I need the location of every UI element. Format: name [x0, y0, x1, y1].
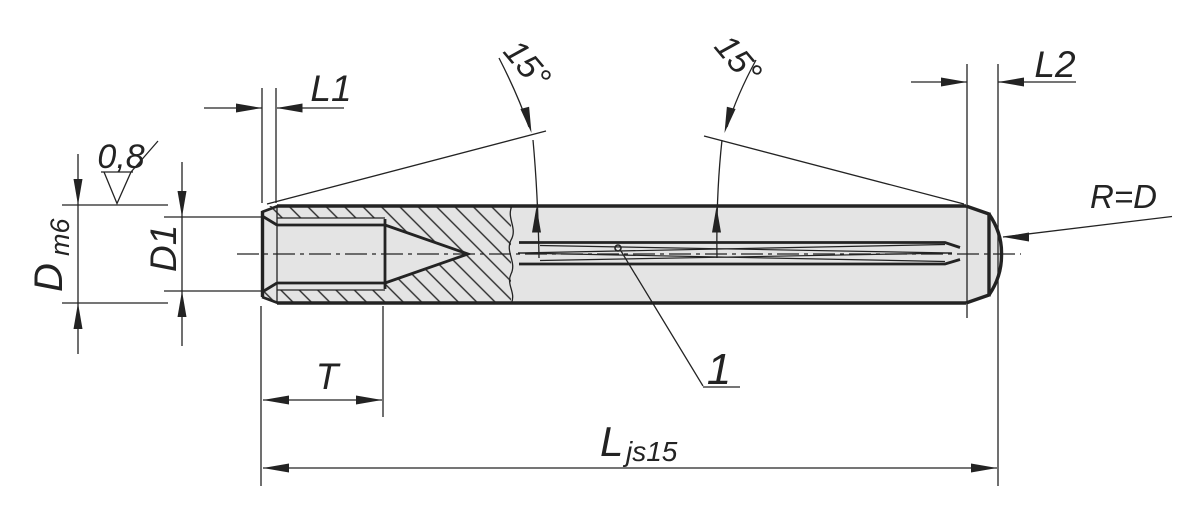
dim-t-label: T: [316, 356, 341, 397]
hole-entry-chamfer-bottom: [262, 281, 278, 293]
dim-d1: D1: [143, 162, 263, 346]
end-chamfer-top: [965, 204, 990, 216]
dim-d: D m6: [27, 154, 168, 354]
dim-l2: L2: [911, 44, 1076, 486]
dim-length-tolerance: js15: [622, 436, 678, 467]
pin-body: [237, 204, 1021, 305]
left-chamfer-bottom: [261, 295, 279, 305]
dim-l1-label: L1: [310, 68, 351, 109]
dim-d1-label: D1: [143, 225, 184, 272]
radius-callout: R=D: [1002, 178, 1173, 242]
break-line: [508, 205, 514, 304]
groove-edge-top: [519, 241, 961, 249]
left-chamfer-top: [261, 204, 279, 214]
surface-roughness: 0,8: [97, 138, 159, 206]
dim-l1: L1: [204, 68, 352, 203]
dim-length: L js15: [260, 306, 997, 486]
roughness-value: 0,8: [97, 138, 144, 176]
angle-left-label: 15°: [496, 33, 558, 97]
hole-entry-chamfer-top: [262, 215, 278, 227]
groove-taper-line: [539, 244, 953, 254]
dim-d-label: D: [27, 263, 71, 292]
groove-reference-point: [614, 244, 622, 252]
dim-t: T: [263, 306, 384, 417]
dim-length-label: L: [600, 418, 623, 465]
roughness-icon: [101, 140, 159, 206]
item-callout: 1: [620, 250, 740, 394]
dim-l2-label: L2: [1034, 44, 1076, 85]
section-hatch: [263, 206, 511, 303]
item-callout-label: 1: [707, 345, 731, 394]
radius-label: R=D: [1090, 178, 1157, 215]
angle-right-label: 15°: [707, 28, 769, 92]
groove-taper-line: [539, 252, 953, 262]
end-chamfer-bottom: [965, 293, 990, 305]
dim-d-tolerance: m6: [45, 218, 75, 256]
groove-edge-bottom: [519, 258, 961, 266]
